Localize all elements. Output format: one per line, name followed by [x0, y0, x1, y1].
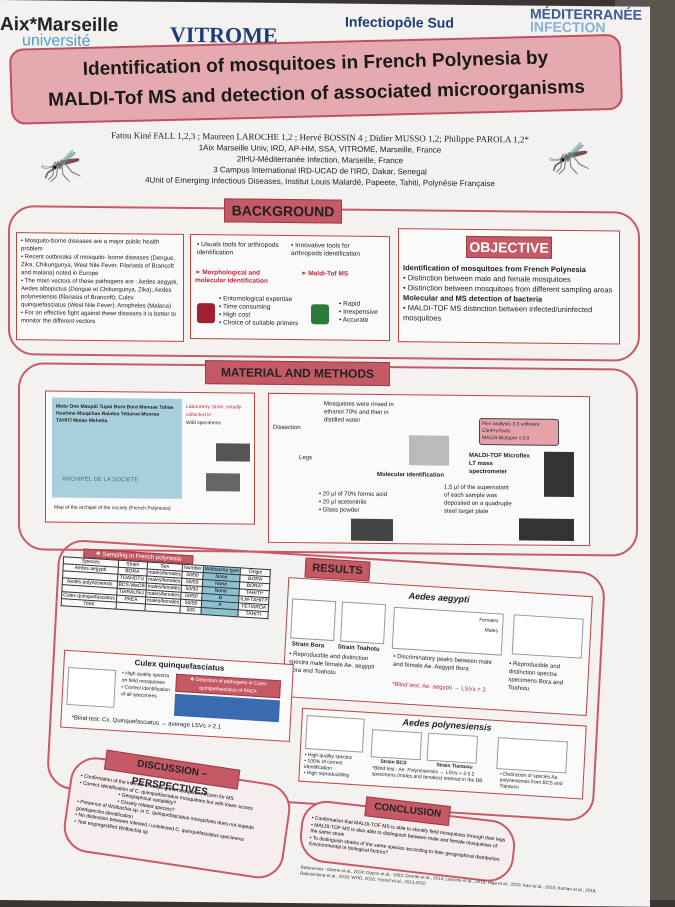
- objective-header: OBJECTIVE: [466, 235, 552, 259]
- culex-title: Culex quinquefasciatus: [134, 658, 225, 673]
- thumbs-down-icon: [197, 303, 215, 324]
- pros-list: • Rapid• Inexpensive• Accurate: [339, 301, 378, 325]
- island: Bora Bora: [113, 404, 138, 411]
- island: Maiao: [73, 417, 88, 424]
- bullet: • Recent outbreaks of mosquito- borne di…: [21, 254, 176, 278]
- aegypti-bullet: • Reproducible and distinction spectra m…: [288, 651, 375, 677]
- rinse-step: Mosquitoes were rinsed in ethanol 70% an…: [324, 401, 394, 424]
- methods-header: MATERIAL AND METHODS: [205, 360, 390, 387]
- legend-wild: Wild specimens: [186, 419, 222, 427]
- innovative-tools: • Innovative tools for arthropods identi…: [291, 242, 361, 258]
- map-panel: Motu One Maupiti Tupai Bora Bora Manuae …: [45, 390, 255, 525]
- strain-toahotu-label: Strain Toahotu: [337, 644, 380, 653]
- bullet: • Accurate: [339, 316, 369, 324]
- molecular-identification-label: Molecular identification: [377, 471, 445, 479]
- mosquito-icon: 🦟: [40, 146, 83, 185]
- mosquito-photo: [206, 473, 240, 492]
- bullet: • Glass powder: [319, 507, 360, 514]
- mosquito-photo: [216, 443, 250, 462]
- maldi-label: ➢ Maldi-Tof MS: [301, 270, 349, 278]
- island: Tahaa: [159, 404, 174, 411]
- objective-panel: OBJECTIVE Identification of mosquitoes f…: [398, 228, 620, 345]
- spectrometer-image: [544, 451, 574, 498]
- mosquito-icon: 🦟: [548, 138, 591, 178]
- island: Maupihaa: [77, 410, 101, 418]
- background-left-panel: • Mosquito-borne diseases are a major pu…: [16, 232, 184, 342]
- thumbs-up-icon: [311, 304, 329, 325]
- computer-image: [409, 435, 449, 466]
- table-cell: 500: [180, 606, 202, 615]
- bullet: • Choice of suitable primers: [219, 319, 299, 328]
- pca-plot-species: [496, 737, 568, 774]
- morphological-label: ➢ Morphological and molecular identifica…: [195, 269, 268, 285]
- deposit-step: 1,5 µl of the supernatant of each sample…: [444, 484, 512, 516]
- culex-spectra: [66, 666, 117, 708]
- pca-plot-toahotu: [340, 601, 387, 645]
- legend-males: Males: [484, 627, 499, 635]
- aegypti-blind-test: *Blind test: Ae. aegypti → LSVs > 2: [391, 681, 486, 694]
- protocol-panel: Mosquitoes were rinsed in ethanol 70% an…: [268, 392, 590, 547]
- cons-list: • Entomological expertise• Time consumin…: [219, 295, 298, 328]
- pca-plot-tiarausu: [426, 732, 478, 764]
- map-legend: Laboratory strain, initially collected i…: [186, 403, 252, 428]
- island: Mehetia: [88, 417, 108, 425]
- pca-plot-bcs: [370, 729, 423, 761]
- table-cell: [115, 602, 146, 611]
- usual-tools: • Usuals tools for arthropods identifica…: [197, 241, 279, 257]
- software-item: MALDI-Biotyper v.3.0: [482, 435, 530, 442]
- island: Tupai: [99, 404, 113, 411]
- legend-lab-strain: Laboratory strain, initially collected i…: [186, 403, 242, 419]
- aegypti-bullet: • Reproducible and distinction spectra s…: [507, 661, 564, 693]
- island: TAHITI: [56, 417, 72, 424]
- island: Manuae: [139, 404, 158, 411]
- island: Tetiaroa: [120, 411, 140, 418]
- polynesiensis-title: Aedes polynesiensis: [402, 717, 492, 733]
- aegypti-title: Aedes aegypti: [408, 590, 470, 605]
- culex-bullets: • High quality spectra on field mosquito…: [121, 670, 172, 701]
- island-labels: Motu One Maupiti Tupai Bora Bora Manuae …: [56, 404, 176, 426]
- strain-bora-label: Strain Bora: [291, 641, 325, 650]
- pca-plot-bora: [290, 598, 337, 642]
- island: Maupiti: [80, 403, 98, 411]
- legs-label: Legs: [299, 455, 313, 462]
- bullet: • The main vectors of these pathogens ar…: [21, 278, 179, 310]
- background-header: BACKGROUND: [224, 198, 342, 224]
- polynesiensis-blind-test: *Blind test : Ae. Polynesiensis → LSVs >…: [371, 765, 483, 785]
- island: Raiatea: [101, 411, 120, 418]
- bullet: • Correct identification of all specimen…: [120, 684, 171, 700]
- target-plate-photo: [519, 518, 574, 542]
- table-cell: TAHITI: [237, 609, 269, 619]
- target-plate-image: [351, 518, 393, 542]
- culex-panel: Culex quinquefasciatus • High quality sp…: [60, 649, 294, 743]
- poster-title: Identification of mosquitoes in French P…: [8, 33, 624, 125]
- logo-infectiopole: Infectiopôle Sud: [345, 13, 454, 31]
- society-archipelago-map: Motu One Maupiti Tupai Bora Bora Manuae …: [52, 397, 182, 499]
- map-caption: Map of the archipel of the society (Fren…: [54, 504, 171, 512]
- bullet: • MALDI-TOF MS distinction between infec…: [403, 303, 593, 323]
- dissection-label: Dissection: [273, 424, 301, 432]
- island: Motu One: [56, 403, 80, 410]
- reagents-list: • 20 µl of 70% formic acid• 20 µl aceton…: [319, 490, 387, 515]
- logo-text: INFECTION: [530, 18, 606, 36]
- island: Huahine: [56, 410, 76, 417]
- pathogen-table: [173, 693, 280, 723]
- tools-panel: • Usuals tools for arthropods identifica…: [190, 233, 390, 342]
- polynesiensis-bullets: • High quality spectra• 100% of correct …: [304, 752, 369, 780]
- maldi-instrument-label: MALDI-TOF Microflex LT mass spectrometer: [469, 452, 530, 476]
- island: Moorea: [141, 411, 160, 418]
- pca-plot-both: [511, 614, 584, 659]
- bullet: • For an effective fight against these d…: [21, 310, 177, 325]
- aegypti-bullet: • Discriminatory peaks between male and …: [392, 653, 492, 673]
- polynesiensis-distinction: • Distinction of species Ae. polynesiens…: [499, 771, 563, 791]
- legend-females: Females: [479, 617, 499, 625]
- bullet: • Mosquito-borne diseases are a major pu…: [21, 238, 160, 253]
- polynesiensis-spectra: [304, 715, 365, 753]
- authors-block: Fatou Kiné FALL 1,2,3 ; Maureen LAROCHE …: [100, 129, 540, 190]
- archipelago-label: ARCHIPEL DE LA SOCIETE: [62, 476, 139, 484]
